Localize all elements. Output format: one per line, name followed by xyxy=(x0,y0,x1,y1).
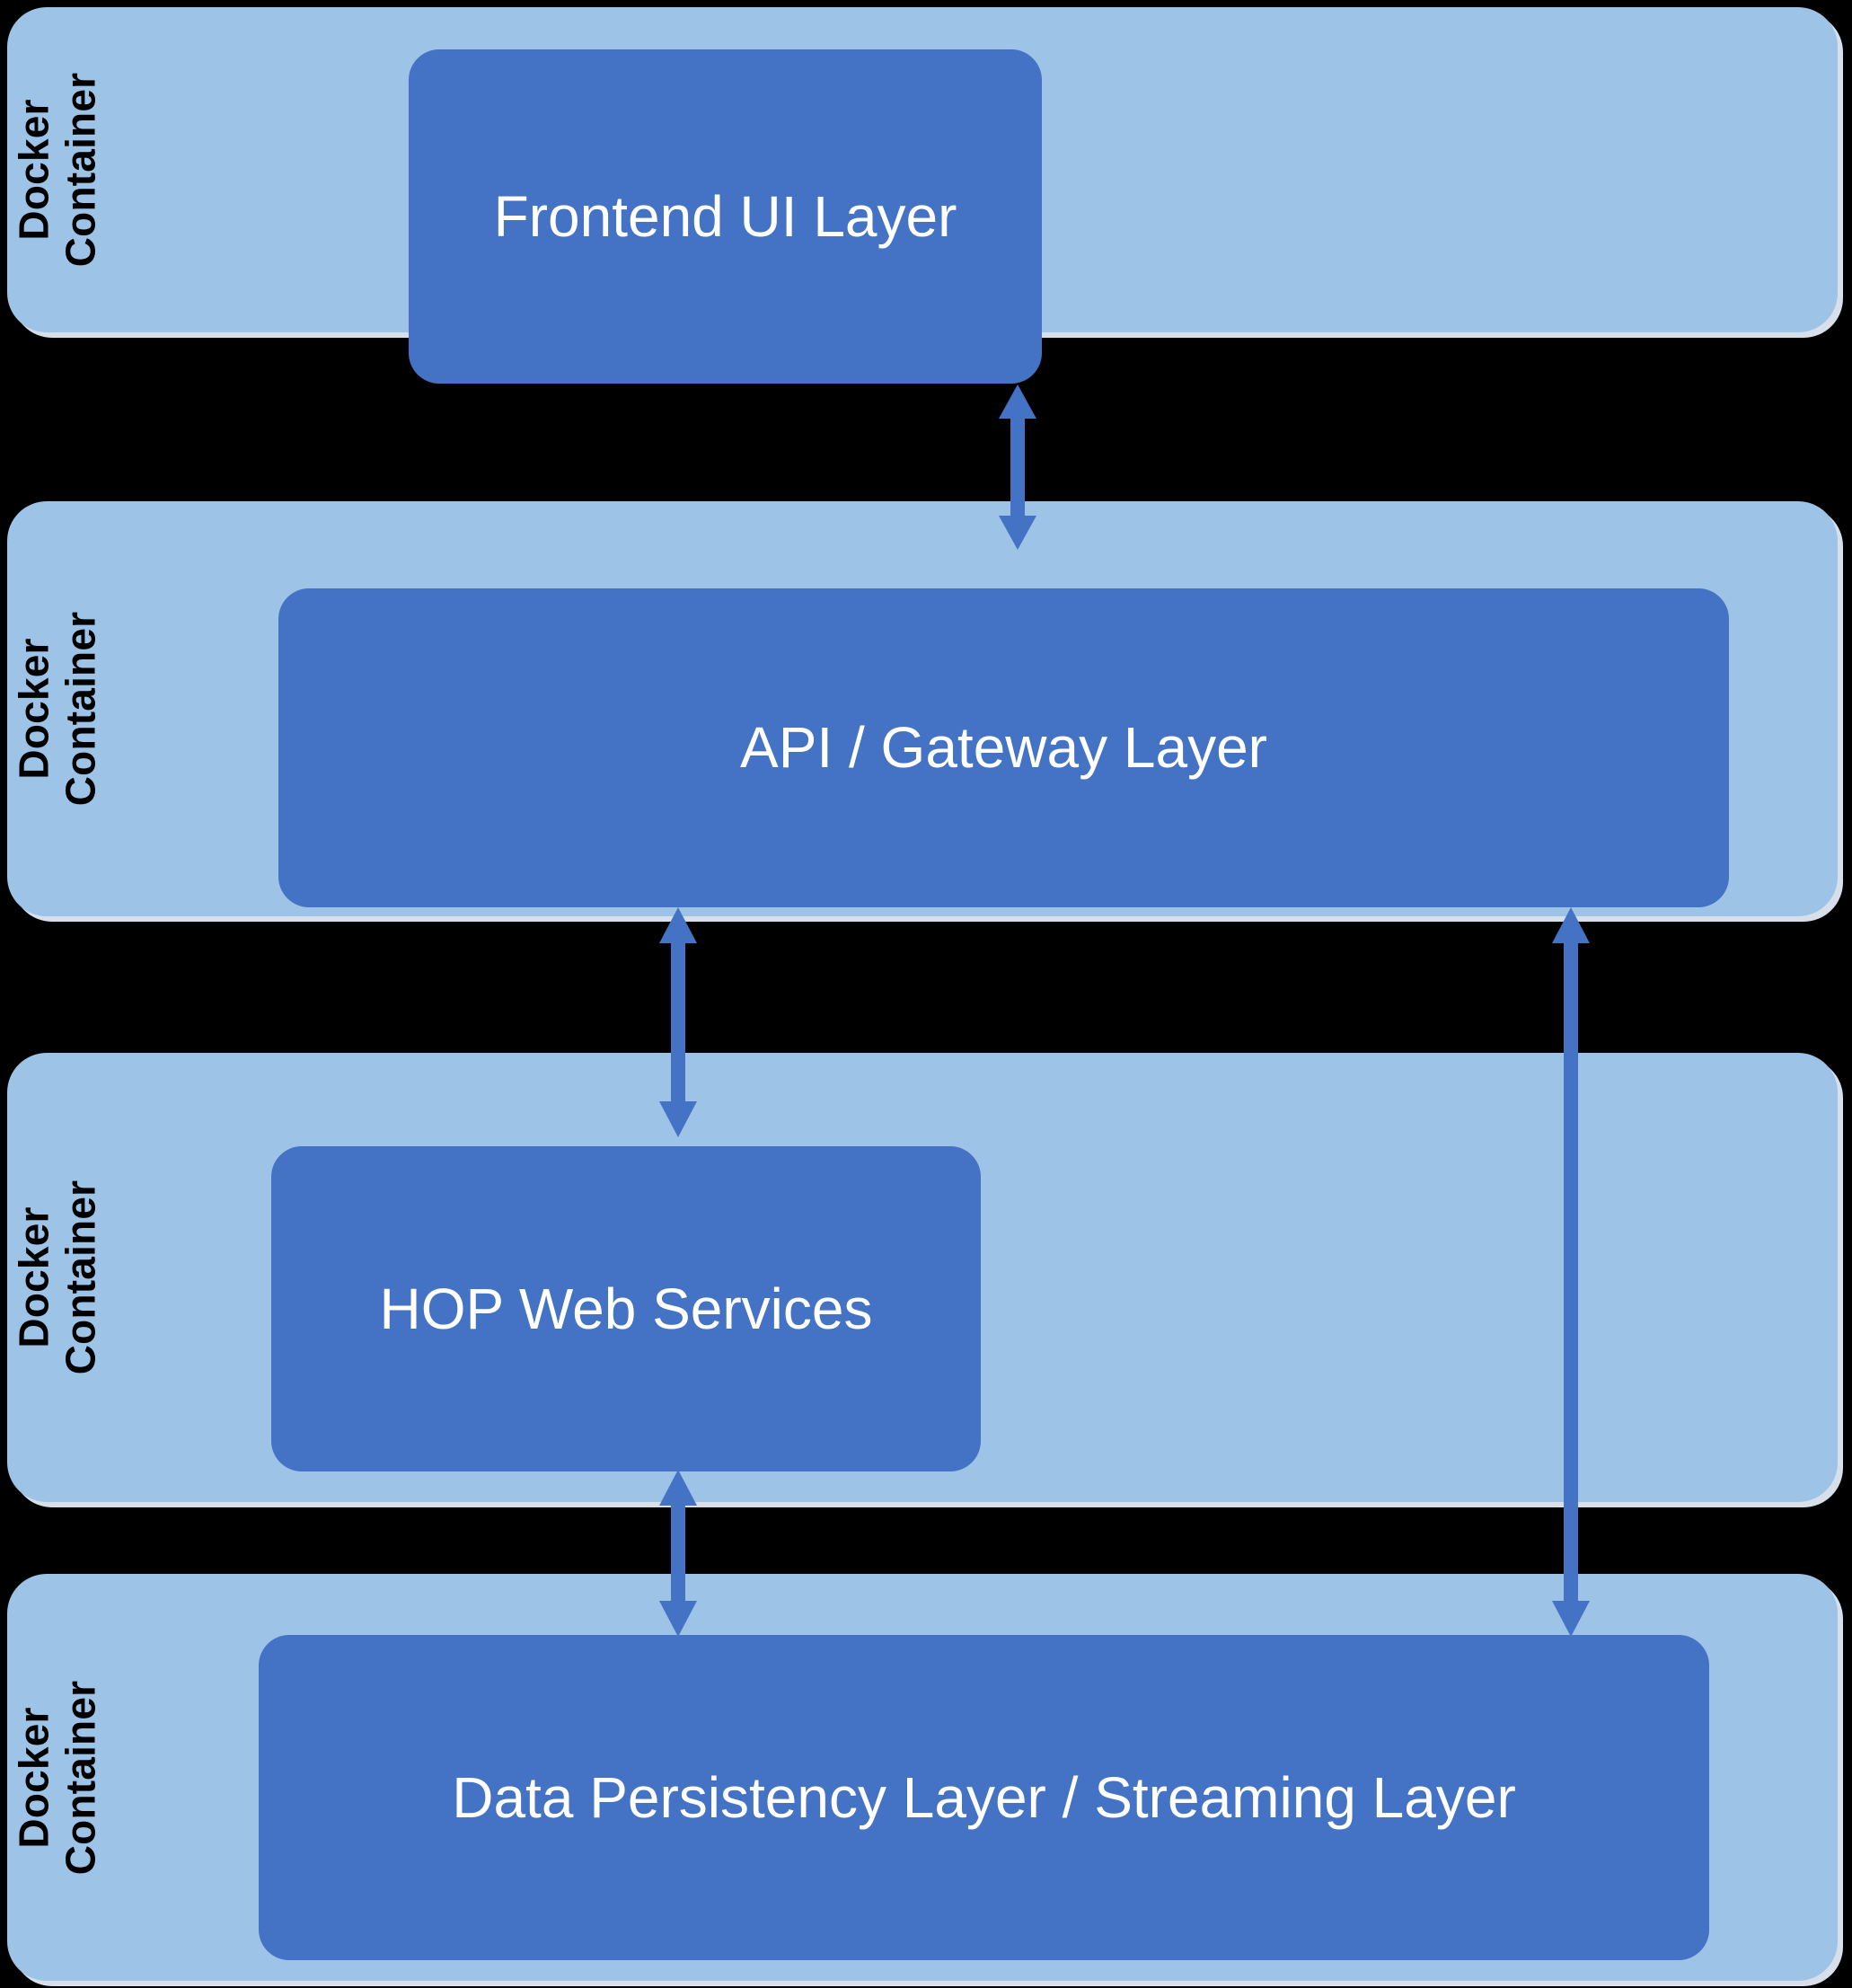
frontend-ui-layer-box[interactable]: Frontend UI Layer xyxy=(409,49,1042,384)
docker-container-label: Docker Container xyxy=(10,1680,103,1875)
api-gateway-layer-box[interactable]: API / Gateway Layer xyxy=(278,588,1729,907)
hop-web-services-box[interactable]: HOP Web Services xyxy=(271,1146,981,1471)
arrow-api-to-hop-icon xyxy=(648,907,709,1137)
arrow-hop-to-data-icon xyxy=(648,1470,709,1637)
docker-container-label: Docker Container xyxy=(10,611,103,807)
data-persistency-streaming-layer-box[interactable]: Data Persistency Layer / Streaming Layer xyxy=(259,1635,1709,1960)
hop-web-services-label: HOP Web Services xyxy=(379,1276,873,1341)
api-gateway-layer-label: API / Gateway Layer xyxy=(740,715,1267,781)
arrow-api-to-data-icon xyxy=(1540,907,1601,1637)
docker-container-label: Docker Container xyxy=(10,1180,103,1375)
frontend-ui-layer-label: Frontend UI Layer xyxy=(493,183,957,249)
docker-container-label: Docker Container xyxy=(10,72,103,268)
arrow-frontend-to-api-icon xyxy=(987,384,1048,550)
data-persistency-streaming-layer-label: Data Persistency Layer / Streaming Layer xyxy=(452,1764,1516,1830)
